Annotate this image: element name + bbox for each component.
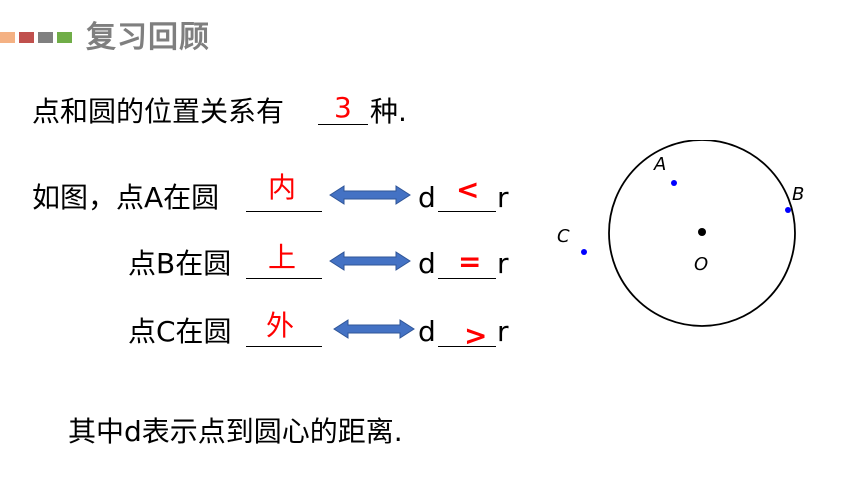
label-o: O: [694, 254, 708, 275]
header-bar-red: [19, 32, 34, 43]
center-point: [698, 228, 706, 236]
row-c-r: r: [497, 315, 509, 348]
double-arrow-icon: [329, 185, 411, 205]
question-prefix: 点和圆的位置关系有: [32, 95, 285, 128]
row-b-relation: =: [458, 245, 482, 278]
row-a-relation-line: [438, 211, 496, 212]
header-bar-orange: [0, 32, 15, 43]
row-b-prefix: 点B在圆: [128, 247, 232, 280]
point-b: [785, 207, 791, 213]
row-a-d: d: [418, 181, 436, 214]
label-a: A: [653, 154, 666, 175]
row-c-d: d: [418, 315, 436, 348]
row-a-blank-line: [246, 211, 322, 212]
circle-figure: A B C O: [557, 140, 804, 327]
row-c-blank-line: [246, 346, 322, 347]
row-b-relation-line: [438, 278, 496, 279]
row-c-relation: >: [464, 319, 488, 352]
label-b: B: [792, 184, 804, 205]
row-c-prefix: 点C在圆: [128, 315, 232, 348]
row-a-relation: <: [456, 173, 480, 206]
distance-note: 其中d表示点到圆心的距离.: [68, 415, 403, 448]
point-a: [671, 180, 677, 186]
answer-blank-line: [318, 124, 368, 125]
row-b-d: d: [418, 247, 436, 280]
row-c-answer: 外: [266, 309, 295, 342]
question-suffix: 种.: [370, 95, 407, 128]
double-arrow-icon: [333, 319, 415, 339]
point-c: [581, 249, 587, 255]
circle: [608, 140, 796, 327]
row-b-blank-line: [246, 278, 322, 279]
double-arrow-icon: [329, 251, 411, 271]
page-title: 复习回顾: [86, 20, 210, 55]
row-c-relation-line: [438, 346, 496, 347]
row-b-r: r: [497, 247, 509, 280]
row-b-answer: 上: [268, 241, 297, 274]
row-a-r: r: [497, 181, 509, 214]
label-c: C: [557, 226, 570, 247]
answer-count: 3: [334, 91, 352, 124]
header-bar-green: [57, 32, 72, 43]
row-a-prefix: 如图，点A在圆: [32, 181, 220, 214]
header-bar-gray: [38, 32, 53, 43]
row-a-answer: 内: [268, 171, 297, 204]
